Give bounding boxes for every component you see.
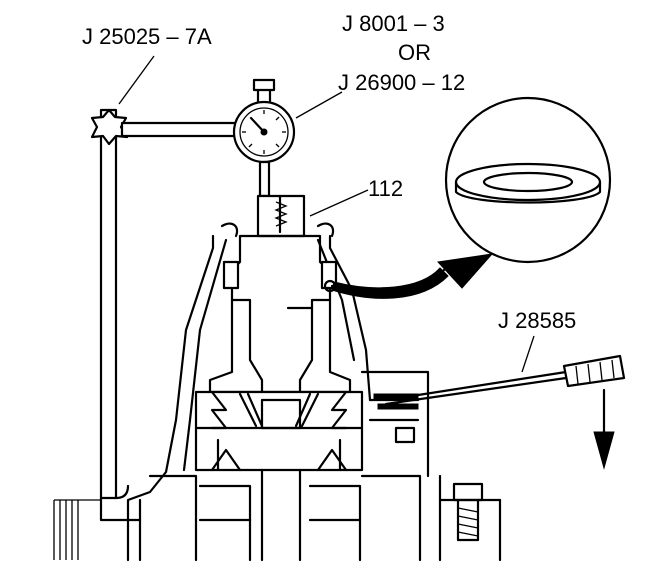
dial-indicator (232, 78, 296, 208)
pry-tool (384, 354, 626, 470)
label-dial-indicator-alt: J 26900 – 12 (338, 70, 465, 95)
label-part-112: 112 (368, 176, 403, 201)
label-pry-tool: J 28585 (498, 308, 576, 333)
star-knob-icon (90, 108, 129, 146)
shim-stack (373, 393, 419, 410)
label-stand-tool: J 25025 – 7A (82, 24, 212, 49)
label-dial-indicator: J 8001 – 3 (342, 11, 445, 36)
label-or: OR (398, 40, 431, 65)
callout-arrow (330, 253, 494, 299)
washer-callout (444, 96, 612, 264)
leader-lines (118, 55, 535, 373)
transaxle-case (53, 194, 502, 562)
